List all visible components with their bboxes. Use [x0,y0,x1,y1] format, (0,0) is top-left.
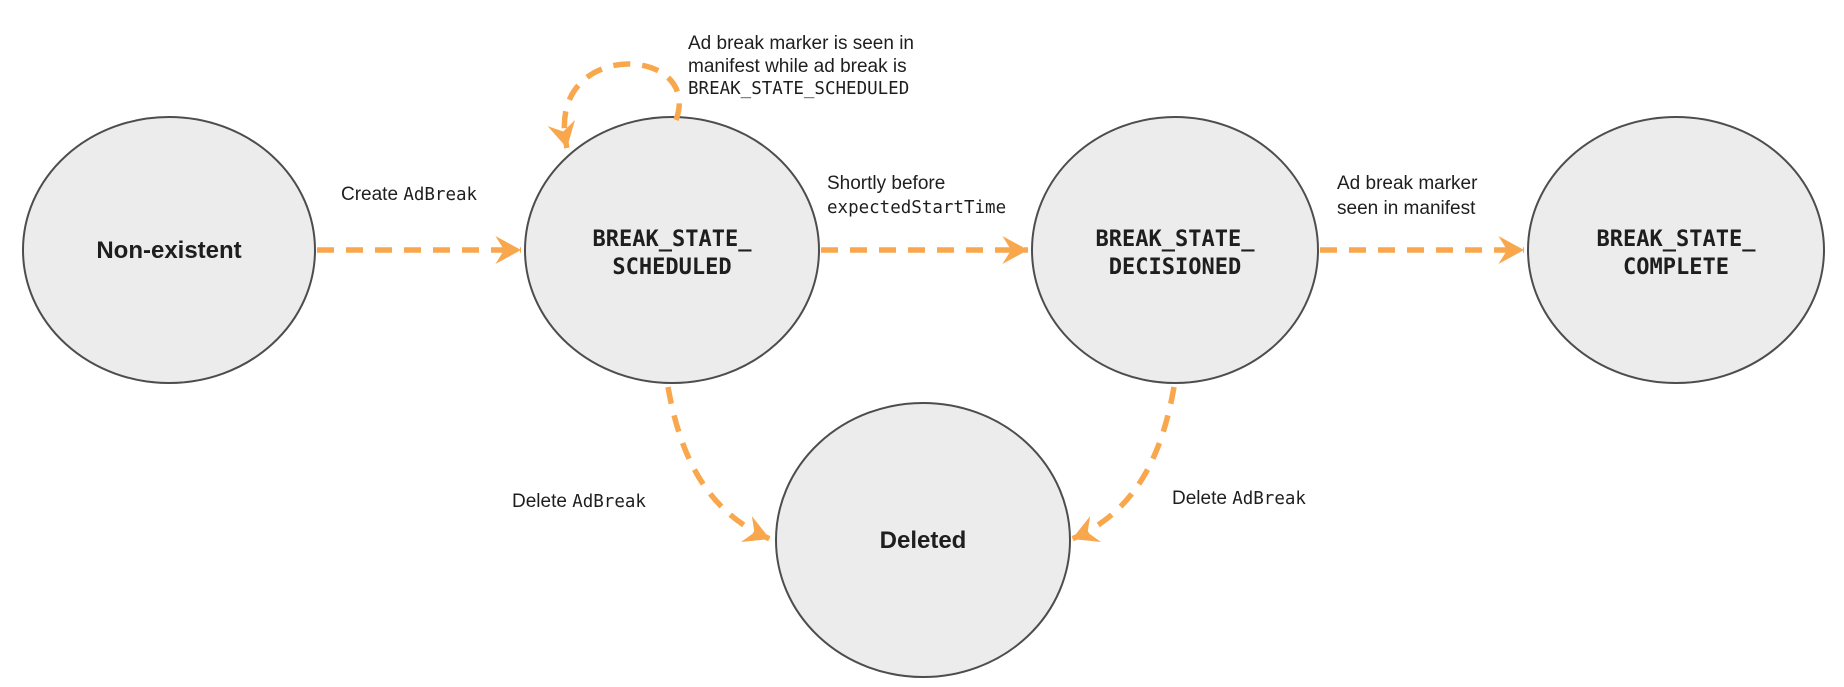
state-label-break-state-complete: BREAK_STATE_ COMPLETE [1597,226,1756,282]
state-label-line: BREAK_STATE_ [1095,227,1255,252]
state-node-break-state-decisioned [1031,116,1319,384]
transition-self-loop-arrow [547,61,682,149]
transition-label-text: Ad break marker [1337,173,1478,194]
state-label-line: COMPLETE [1623,255,1729,280]
state-label-line: BREAK_STATE_ [1596,227,1756,252]
transition-label-text: Ad break marker is seen in [688,33,914,54]
transition-label-delete-decisioned: Delete AdBreak [1172,486,1306,512]
transition-label-code: AdBreak [572,492,646,512]
transition-label-code: AdBreak [403,185,478,205]
transition-label-create: Create AdBreak [341,182,477,208]
state-label-non-existent: Non-existent [96,237,242,264]
state-label-break-state-decisioned: BREAK_STATE_ DECISIONED [1096,226,1255,282]
transition-label-delete-scheduled: Delete AdBreak [512,489,646,515]
transition-label-complete: Ad break marker seen in manifest [1337,171,1477,221]
state-node-break-state-complete [1527,116,1825,384]
transition-label-text: seen in manifest [1337,198,1476,219]
state-label-line: SCHEDULED [612,255,732,280]
transition-label-text: Shortly before [827,173,946,194]
transition-label-text: Delete [1172,488,1227,509]
transition-label-code: expectedStartTime [827,198,1007,218]
state-label-line: DECISIONED [1108,255,1242,280]
transition-delete-scheduled-arrow [665,386,772,542]
transition-delete-decisioned-arrow [1070,386,1177,542]
state-label-line: BREAK_STATE_ [592,227,752,252]
state-label-deleted: Deleted [879,527,967,554]
transition-label-decision: Shortly before expectedStartTime [827,171,1006,221]
transition-label-code: AdBreak [1232,489,1306,509]
transition-label-text: Create [341,184,399,205]
state-label-break-state-scheduled: BREAK_STATE_ SCHEDULED [593,226,752,282]
transition-label-text: Delete [512,491,567,512]
state-node-non-existent [22,116,316,384]
state-node-break-state-scheduled [524,116,820,384]
state-node-deleted [775,402,1071,678]
transition-label-code: BREAK_STATE_SCHEDULED [688,79,910,99]
transition-label-self-loop: Ad break marker is seen in manifest whil… [688,32,914,101]
transition-label-text: manifest while ad break is [688,56,907,77]
